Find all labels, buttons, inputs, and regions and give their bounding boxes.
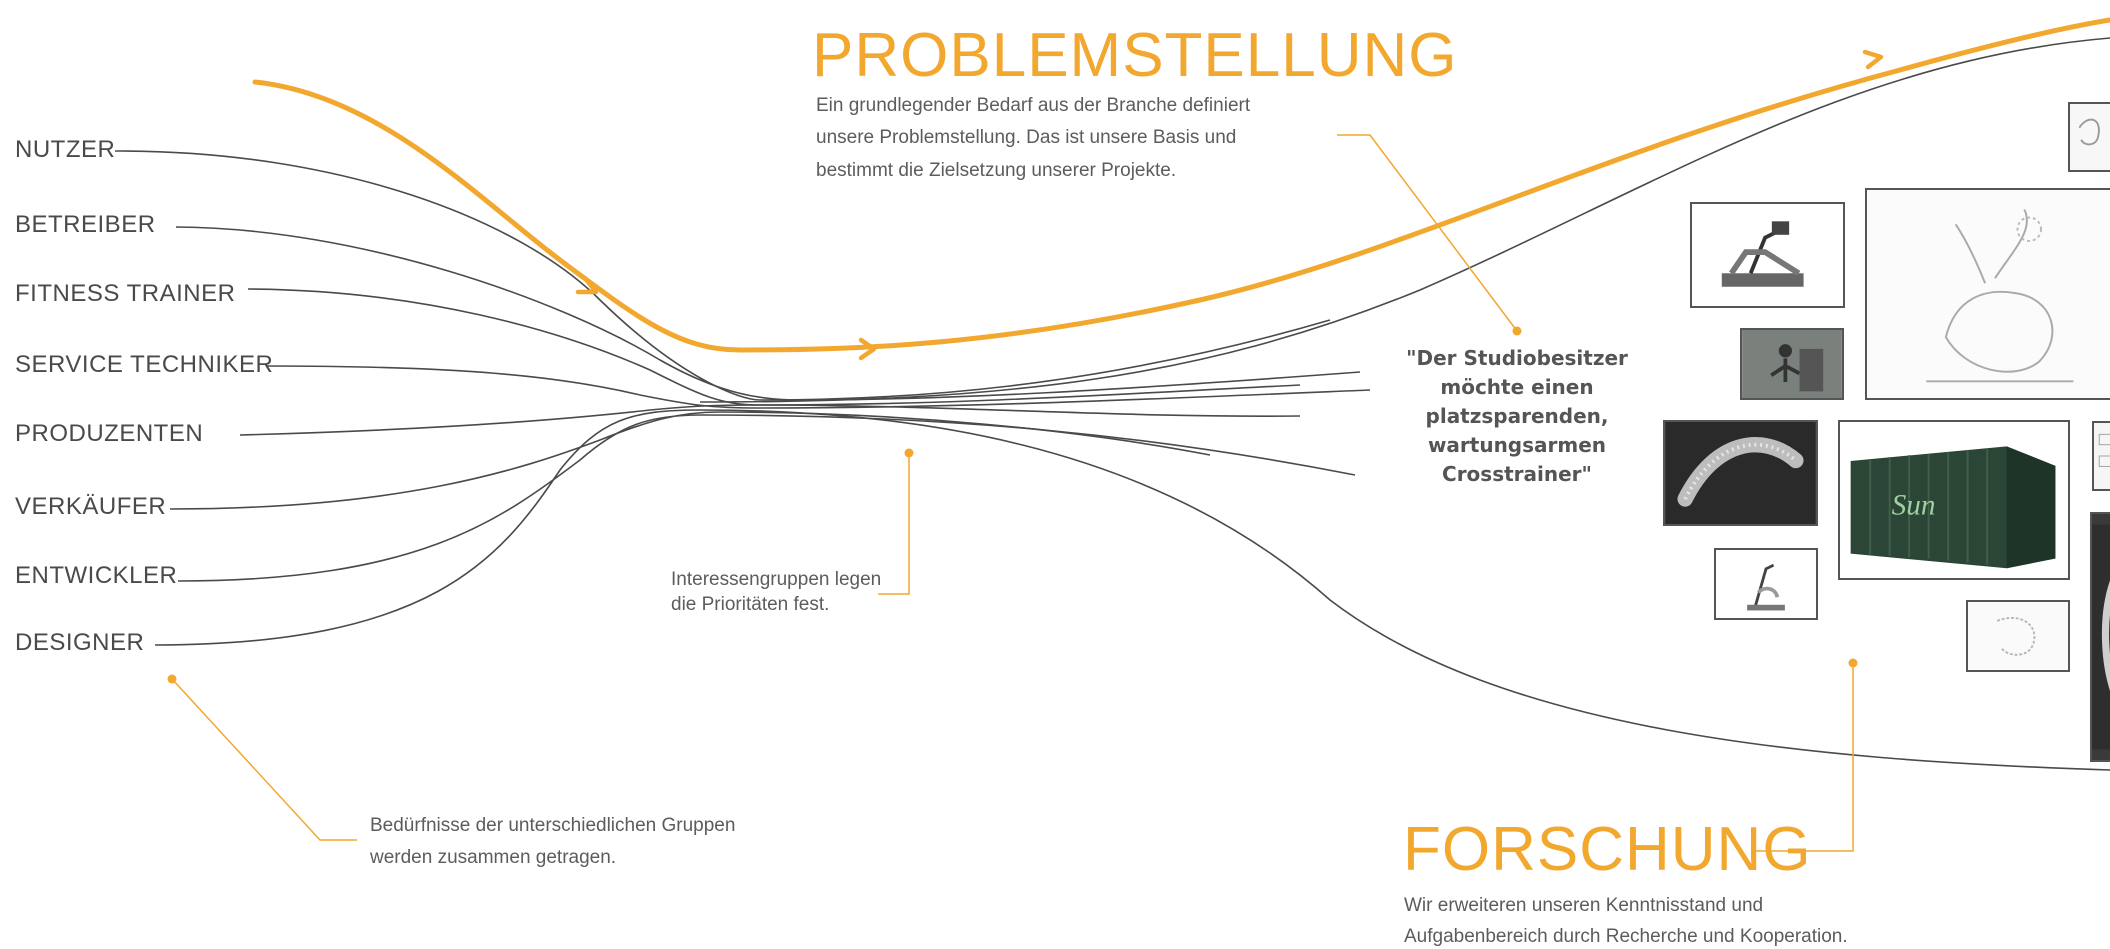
dot-research: [1848, 658, 1858, 668]
stakeholder-strands: [114, 37, 2110, 771]
interest-line-1: Interessengruppen legen: [671, 569, 882, 590]
leader-problem: [1337, 134, 1518, 332]
quote-text: "Der Studiobesitzer möchte einen platzsp…: [1402, 344, 1632, 489]
interest-line-2: die Prioritäten fest.: [671, 593, 830, 615]
gym-user-photo: [1740, 328, 1844, 400]
sun-container-photo: Sun: [1838, 420, 2070, 580]
needs-line-1: Bedürfnisse der unterschiedlichen Gruppe…: [370, 815, 736, 836]
research-line-2: Aufgabenbereich durch Recherche und Koop…: [1404, 926, 1848, 948]
arrow-3: [1862, 49, 1884, 70]
stakeholder-label-verkaeufer: VERKÄUFER: [15, 493, 167, 520]
research-title: FORSCHUNG: [1403, 815, 1812, 884]
arrow-2: [858, 337, 877, 361]
strand-verkaeufer: [169, 411, 1211, 510]
crosstrainer-photo: [1690, 202, 1845, 308]
dark-detail-photo: [2090, 512, 2110, 762]
research-line-1: Wir erweiteren unseren Kenntnisstand und: [1404, 895, 1764, 916]
flow-arrows: [575, 49, 1884, 361]
crosstrainer-sketch: [1865, 188, 2110, 400]
problem-description: Ein grundlegender Bedarf aus der Branche…: [816, 90, 1250, 187]
quote-line-2: möchte einen: [1440, 375, 1594, 399]
dot-problem: [1512, 326, 1522, 336]
research-description: Wir erweiteren unseren Kenntnisstand und…: [1404, 890, 1848, 949]
strand-produzenten: [239, 404, 1301, 436]
arrow-1: [575, 275, 599, 295]
quote-line-3: platzsparenden,: [1425, 404, 1609, 428]
quote-line-5: Crosstrainer": [1442, 462, 1592, 486]
strand-service-techniker: [265, 365, 1371, 409]
stakeholder-label-designer: DESIGNER: [15, 629, 145, 656]
leader-needs: [171, 678, 357, 841]
container-logo: Sun: [1892, 490, 1936, 522]
elliptical-small-photo: [1714, 548, 1818, 620]
needs-note: Bedürfnisse der unterschiedlichen Gruppe…: [370, 810, 735, 875]
main-flow-line: [252, 17, 2110, 353]
problem-line-1: Ein grundlegender Bedarf aus der Branche…: [816, 95, 1251, 116]
dot-interest: [904, 448, 914, 458]
stakeholder-label-betreiber: BETREIBER: [15, 211, 156, 238]
leader-interest: [878, 453, 910, 595]
dot-needs: [167, 674, 177, 684]
interest-note: Interessengruppen legen die Prioritäten …: [671, 568, 881, 617]
strand-top-right: [699, 37, 2110, 403]
detail-sketch-top: [2068, 102, 2110, 172]
parts-sheet: [2092, 421, 2110, 491]
sketch-small: [1966, 600, 2070, 672]
problem-line-3: bestimmt die Zielsetzung unserer Projekt…: [816, 159, 1177, 181]
problem-title: PROBLEMSTELLUNG: [812, 21, 1458, 90]
stakeholder-label-entwickler: ENTWICKLER: [15, 562, 178, 589]
strand-entwickler: [177, 414, 1356, 582]
strand-fitness-trainer: [247, 288, 1301, 406]
strand-nutzer: [114, 150, 1331, 401]
quote-line-1: "Der Studiobesitzer: [1406, 346, 1628, 370]
problem-line-2: unsere Problemstellung. Das ist unsere B…: [816, 127, 1237, 149]
quote-line-4: wartungsarmen: [1427, 433, 1607, 457]
stakeholder-label-service-techniker: SERVICE TECHNIKER: [15, 351, 274, 378]
strand-betreiber: [175, 226, 1361, 401]
stakeholder-label-produzenten: PRODUZENTEN: [15, 420, 204, 447]
needs-line-2: werden zusammen getragen.: [370, 847, 617, 869]
leader-lines: [171, 134, 1854, 852]
leader-research: [1752, 663, 1854, 852]
handle-grip-photo: [1663, 420, 1818, 526]
stakeholder-label-nutzer: NUTZER: [15, 136, 116, 163]
stakeholder-label-fitness-trainer: FITNESS TRAINER: [15, 280, 236, 307]
strand-designer: [154, 409, 2110, 771]
leader-dots: [167, 326, 1858, 684]
